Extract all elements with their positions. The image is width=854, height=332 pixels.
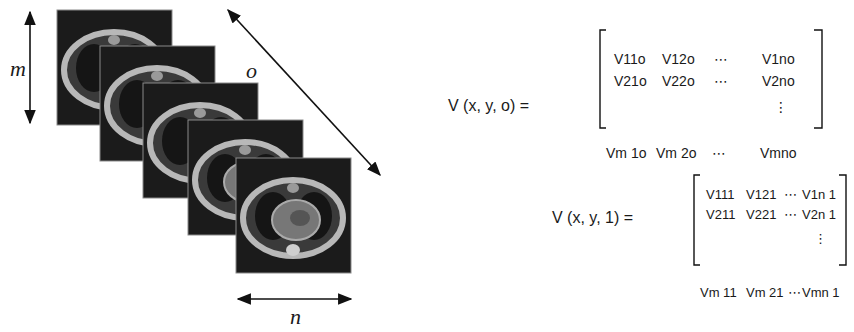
matrix-entry: V2no xyxy=(762,74,795,88)
matrix-entry: Vm 1o xyxy=(606,146,646,160)
matrix-entry: V21o xyxy=(614,74,647,88)
ellipsis: ⋯ xyxy=(714,52,728,66)
ellipsis: ⋯ xyxy=(784,188,797,201)
dimension-arrow xyxy=(29,12,31,123)
matrix-bracket xyxy=(694,175,700,265)
mri-slice xyxy=(236,158,351,273)
dimension-label: m xyxy=(10,58,26,80)
matrix-entry: V12o xyxy=(662,52,695,66)
matrix-entry: Vmno xyxy=(760,146,797,160)
matrix-bracket xyxy=(814,30,822,128)
dimension-label: o xyxy=(246,60,257,82)
dimension-arrow xyxy=(238,298,351,300)
ellipsis: ⋯ xyxy=(784,208,797,221)
matrix-entry: Vm 2o xyxy=(656,146,696,160)
matrix-entry: Vmn 1 xyxy=(802,286,840,299)
matrix-entry: V2n 1 xyxy=(802,208,836,221)
matrix-name: V (x, y, 1) = xyxy=(552,210,633,226)
matrix-entry: V22o xyxy=(662,74,695,88)
dimension-arrow xyxy=(228,10,380,175)
dimension-label: n xyxy=(290,306,301,328)
matrix-entry: V221 xyxy=(746,208,776,221)
matrix-bracket xyxy=(600,30,606,128)
ellipsis: ⋯ xyxy=(788,286,801,299)
matrix-entry: Vm 21 xyxy=(746,286,784,299)
ellipsis: ⋮ xyxy=(774,100,788,114)
ellipsis: ⋯ xyxy=(714,74,728,88)
matrix-entry: V121 xyxy=(746,188,776,201)
matrix-entry: V1no xyxy=(762,52,795,66)
heart-region xyxy=(272,200,320,240)
matrix-entry: Vm 11 xyxy=(700,286,737,299)
matrix-entry: V11o xyxy=(614,52,646,66)
matrix-name: V (x, y, o) = xyxy=(448,98,529,114)
matrix-entry: V211 xyxy=(706,208,735,221)
ellipsis: ⋮ xyxy=(814,232,827,245)
matrix-entry: V1n 1 xyxy=(802,188,836,201)
matrix-bracket xyxy=(839,175,846,265)
ellipsis: ⋯ xyxy=(712,146,726,160)
matrix-entry: V111 xyxy=(706,188,734,201)
